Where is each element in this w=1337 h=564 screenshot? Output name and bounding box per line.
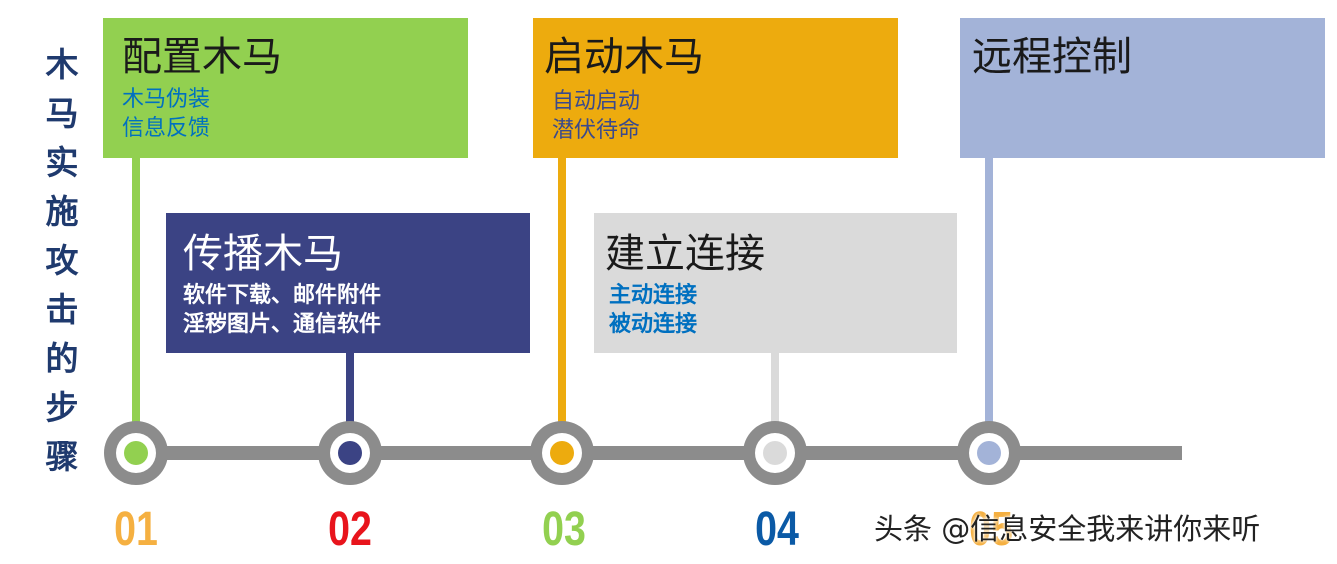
timeline-node-02 — [318, 421, 382, 485]
timeline-node-05 — [957, 421, 1021, 485]
node-ring — [755, 433, 795, 473]
step-details-03: 自动启动 潜伏待命 — [552, 87, 640, 145]
step-detail-line: 木马伪装 — [122, 87, 211, 112]
stem-02 — [346, 345, 354, 450]
node-ring — [116, 433, 156, 473]
step-title-02: 传播木马 — [183, 231, 343, 277]
timeline-track — [110, 446, 1182, 460]
step-detail-line: 潜伏待命 — [552, 118, 641, 143]
side-title-char: 马 — [45, 94, 79, 133]
node-ring — [330, 433, 370, 473]
side-title-char: 击 — [45, 290, 79, 329]
step-number-01: 01 — [114, 503, 158, 556]
step-box-01: 配置木马 木马伪装 信息反馈 — [103, 18, 468, 158]
step-detail-line: 软件下载、邮件附件 — [183, 283, 382, 308]
timeline-node-03 — [530, 421, 594, 485]
stem-03 — [558, 150, 566, 450]
step-detail-line: 自动启动 — [552, 89, 641, 114]
step-number-04: 04 — [755, 503, 799, 556]
side-title-char: 攻 — [45, 241, 79, 280]
stem-05 — [985, 150, 993, 450]
side-title-char: 施 — [45, 192, 79, 231]
step-title-04: 建立连接 — [605, 231, 765, 277]
node-dot — [763, 441, 787, 465]
stem-01 — [132, 150, 140, 450]
step-number-02: 02 — [328, 503, 372, 556]
step-title-01: 配置木马 — [122, 34, 282, 80]
side-title-char: 骤 — [45, 437, 79, 476]
step-detail-line: 被动连接 — [609, 312, 698, 337]
node-dot — [124, 441, 148, 465]
node-dot — [977, 441, 1001, 465]
step-number-05: 05 — [969, 503, 1013, 556]
side-title-char: 木 — [45, 45, 79, 84]
step-box-03: 启动木马 自动启动 潜伏待命 — [533, 18, 898, 158]
node-ring — [542, 433, 582, 473]
watermark: 头条 @信息安全我来讲你来听 — [874, 512, 1261, 546]
step-detail-line: 信息反馈 — [122, 116, 211, 141]
stem-04 — [771, 345, 779, 450]
step-box-04: 建立连接 主动连接 被动连接 — [594, 213, 957, 353]
step-title-03: 启动木马 — [544, 34, 704, 80]
side-title-char: 实 — [45, 143, 79, 182]
node-dot — [550, 441, 574, 465]
step-details-02: 软件下载、邮件附件 淫秽图片、通信软件 — [183, 281, 381, 339]
timeline-node-01 — [104, 421, 168, 485]
step-detail-line: 主动连接 — [609, 283, 698, 308]
step-detail-line: 淫秽图片、通信软件 — [183, 312, 382, 337]
step-title-05: 远程控制 — [972, 34, 1132, 80]
step-box-02: 传播木马 软件下载、邮件附件 淫秽图片、通信软件 — [166, 213, 530, 353]
step-number-03: 03 — [542, 503, 586, 556]
timeline-node-04 — [743, 421, 807, 485]
step-details-04: 主动连接 被动连接 — [609, 281, 697, 339]
side-title-char: 的 — [45, 339, 79, 378]
side-title: 木 马 实 施 攻 击 的 步 骤 — [38, 40, 86, 481]
node-dot — [338, 441, 362, 465]
step-details-01: 木马伪装 信息反馈 — [122, 85, 210, 143]
node-ring — [969, 433, 1009, 473]
step-box-05: 远程控制 — [960, 18, 1325, 158]
side-title-char: 步 — [45, 388, 79, 427]
